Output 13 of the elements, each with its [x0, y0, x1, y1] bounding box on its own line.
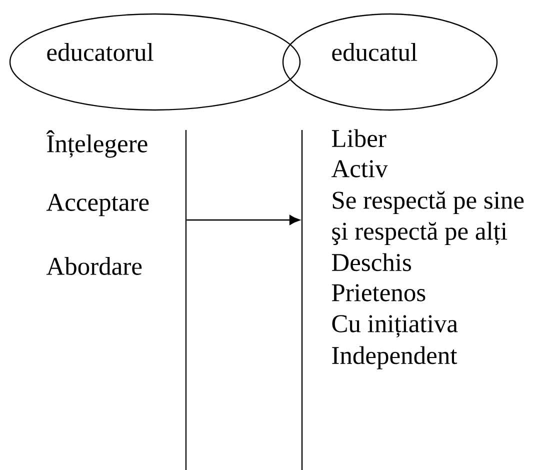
label: Abordare	[46, 257, 142, 275]
label: Prietenos	[332, 284, 426, 302]
label: Activ	[331, 160, 388, 178]
label: Se respectă pe sine şi respectă pe alți	[332, 191, 524, 246]
label: Acceptare	[46, 194, 149, 216]
vertical-line	[301, 129, 303, 470]
label: Independent	[332, 346, 458, 370]
label: Cu inițiativa	[332, 315, 458, 338]
label: Deschis	[332, 253, 412, 272]
vertical-line	[185, 129, 187, 470]
arrow	[186, 215, 300, 225]
label: Liber	[332, 129, 386, 148]
label: Înțelegere	[46, 130, 148, 158]
